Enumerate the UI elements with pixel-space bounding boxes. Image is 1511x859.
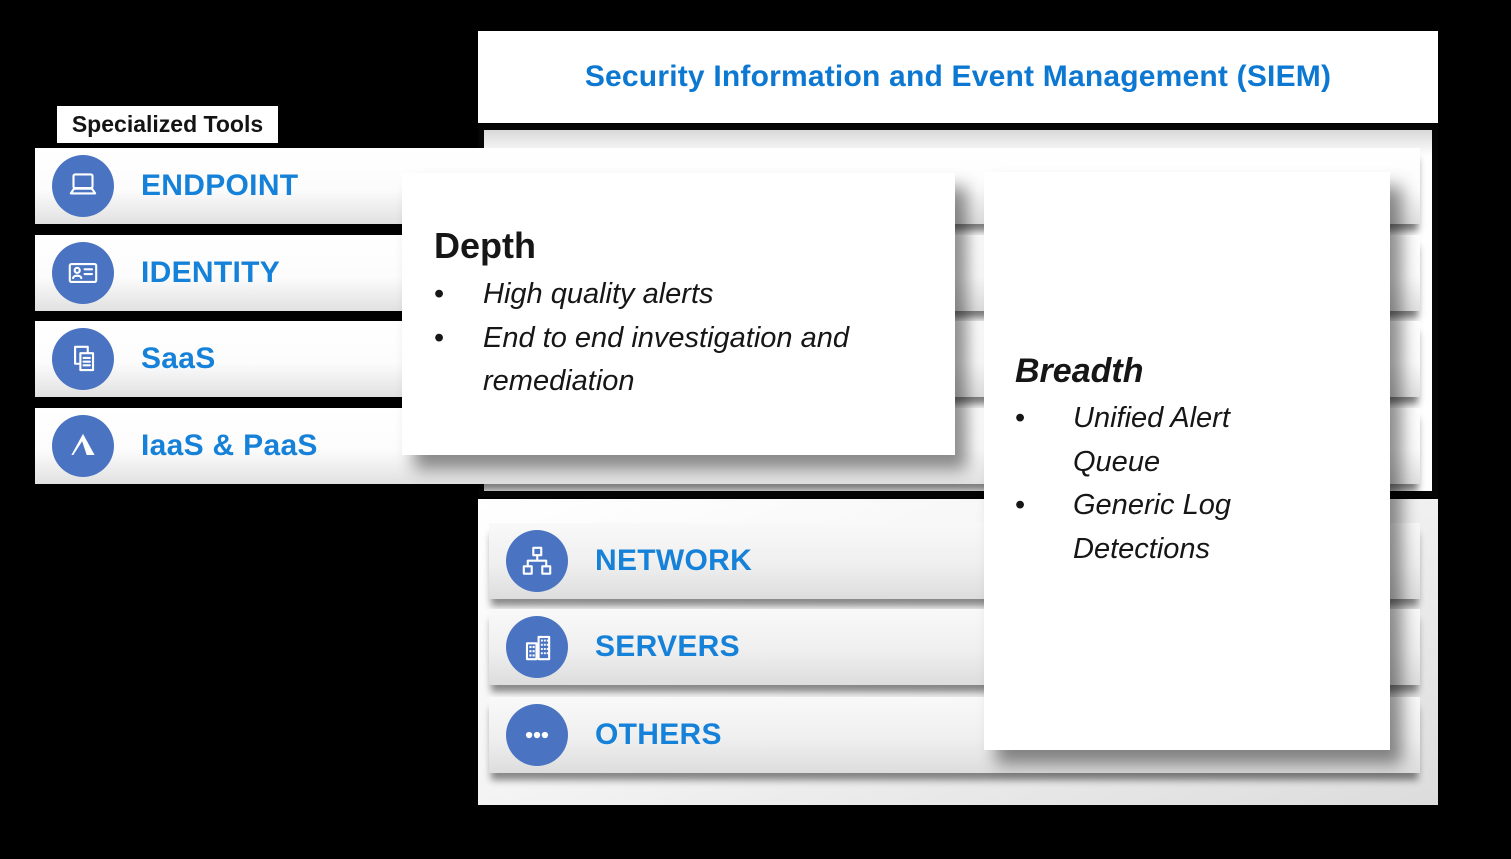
tool-row-label: IDENTITY xyxy=(141,256,281,289)
bullet-marker xyxy=(434,317,483,361)
ellipsis-icon xyxy=(506,704,568,766)
breadth-title: Breadth xyxy=(1015,351,1144,390)
bullet-marker xyxy=(434,273,483,317)
tool-row-label: IaaS & PaaS xyxy=(141,429,318,462)
source-row-label: OTHERS xyxy=(595,718,722,751)
depth-title: Depth xyxy=(434,225,536,267)
bullet-marker xyxy=(1015,484,1073,528)
id-card-icon xyxy=(52,242,114,304)
depth-bullet-1: High quality alerts xyxy=(434,273,931,317)
network-icon xyxy=(506,530,568,592)
laptop-icon xyxy=(52,155,114,217)
breadth-bullet-1: Unified Alert Queue xyxy=(1015,397,1372,484)
source-row-label: SERVERS xyxy=(595,630,740,663)
buildings-icon xyxy=(506,616,568,678)
breadth-bullet-2: Generic Log Detections xyxy=(1015,484,1372,571)
depth-bullet-2: End to end investigation and remediation xyxy=(434,317,931,404)
source-row-label: NETWORK xyxy=(595,544,753,577)
azure-icon xyxy=(52,415,114,477)
breadth-callout: Breadth Unified Alert Queue Generic Log … xyxy=(984,172,1390,750)
tool-row-label: ENDPOINT xyxy=(141,169,299,202)
documents-icon xyxy=(52,328,114,390)
siem-title: Security Information and Event Managemen… xyxy=(584,60,1332,93)
tool-row-label: SaaS xyxy=(141,342,216,375)
bullet-marker xyxy=(1015,397,1073,441)
siem-title-box: Security Information and Event Managemen… xyxy=(478,31,1438,123)
specialized-tools-label: Specialized Tools xyxy=(57,106,278,143)
depth-callout: Depth High quality alerts End to end inv… xyxy=(402,173,955,455)
